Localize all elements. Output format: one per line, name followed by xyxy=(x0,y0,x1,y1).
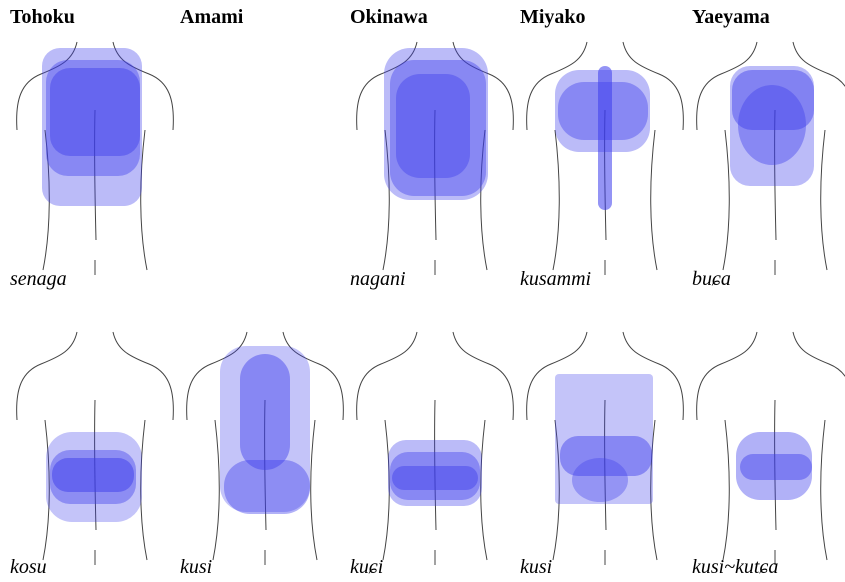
term-amami-lower: kusi xyxy=(180,556,213,578)
highlight-okinawa-back xyxy=(384,48,488,200)
column-title-yaeyama: Yaeyama xyxy=(692,6,770,28)
highlight-yaeyama-back xyxy=(730,66,814,186)
term-okinawa-lower: kuɕi xyxy=(350,556,384,578)
highlight-tohoku-lower xyxy=(46,432,142,522)
term-miyako-lower: kusi xyxy=(520,556,553,578)
highlight-miyako-back xyxy=(555,66,650,210)
term-yaeyama-back: buɕa xyxy=(692,268,731,290)
term-yaeyama-lower: kusi~kutɕa xyxy=(692,556,779,578)
highlight-tohoku-back xyxy=(42,48,142,206)
term-tohoku-back: senaga xyxy=(10,268,67,290)
column-title-amami: Amami xyxy=(180,6,244,28)
highlight-okinawa-lower xyxy=(388,440,482,506)
highlight-yaeyama-lower xyxy=(736,432,812,500)
term-tohoku-lower: kosu xyxy=(10,556,47,578)
term-okinawa-back: nagani xyxy=(350,268,406,290)
highlight-miyako-lower xyxy=(555,374,653,504)
highlight-amami-lower xyxy=(220,346,310,514)
column-title-tohoku: Tohoku xyxy=(10,6,75,28)
column-title-miyako: Miyako xyxy=(520,6,586,28)
column-title-okinawa: Okinawa xyxy=(350,6,428,28)
term-miyako-back: kusammi xyxy=(520,268,592,290)
